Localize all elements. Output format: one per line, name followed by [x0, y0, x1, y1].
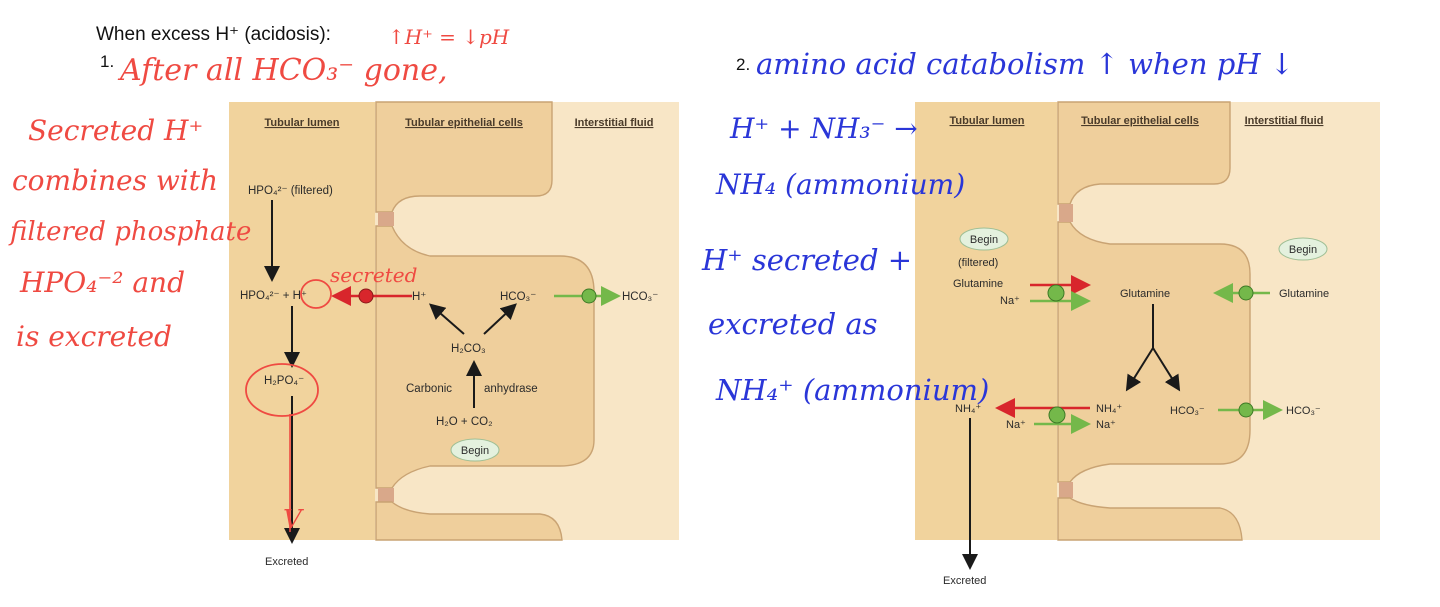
note-secreted-small: secreted	[330, 263, 417, 287]
diagram1-arrow-to-hco3	[483, 303, 517, 335]
page-title: When excess H⁺ (acidosis):	[96, 24, 331, 45]
diagram1-h-pump	[358, 288, 374, 304]
diagram2-nh4-cell: NH₄⁺	[1096, 403, 1122, 415]
diagram2-nh4-lumen: NH₄⁺	[955, 403, 981, 415]
diagram1-begin-oval	[450, 438, 500, 462]
note-blue-line-3: H⁺ secreted +	[701, 243, 912, 277]
diagram2-hco3-transporter	[1238, 402, 1254, 418]
diagram2-fork-right	[1152, 347, 1181, 392]
circle-h-ion	[300, 279, 332, 309]
diagram2-na-1: Na⁺	[1000, 295, 1020, 307]
diagram1-header-interstitial: Interstitial fluid	[575, 117, 654, 129]
diagram1-hpo4-plus-h: HPO₄²⁻ + H⁺	[240, 290, 307, 302]
note-amino-acid: amino acid catabolism ↑ when pH ↓	[756, 47, 1294, 81]
note-secreted-line-1: Secreted H⁺	[28, 114, 203, 147]
note-after-hco3: After all HCO₃⁻ gone,	[117, 53, 448, 88]
diagram2-cotransporter	[1047, 284, 1065, 302]
diagram2-cell-main	[1057, 221, 1251, 483]
note-blue-line-1: H⁺ + NH₃⁻ →	[729, 112, 918, 145]
diagram2-fork-left	[1125, 347, 1154, 392]
note-secreted-line-5: is excreted	[16, 320, 172, 353]
diagram1-cell-lower	[375, 501, 563, 541]
note-secreted-line-3: filtered phosphate	[8, 217, 251, 247]
diagram2-hco3-out: HCO₃⁻	[1286, 405, 1321, 417]
note-blue-line-5: NH₄⁺ (ammonium)	[715, 373, 989, 407]
diagram1-h2co3: H₂CO₃	[451, 343, 486, 355]
red-annotations: ↑H⁺ = ↓pH After all HCO₃⁻ gone, Secreted…	[8, 25, 510, 535]
diagram2-glutamine-transporter	[1238, 285, 1254, 301]
diagram2-begin-left: Begin	[970, 234, 998, 246]
circle-h2po4	[245, 363, 319, 417]
note-blue-line-4: excreted as	[708, 307, 878, 341]
blue-annotations: amino acid catabolism ↑ when pH ↓ H⁺ + N…	[701, 47, 1294, 407]
diagram2-tight-junction-lower	[1059, 482, 1073, 498]
diagram1-arrow-to-h	[428, 303, 465, 335]
diagram1-hpo4-filtered: HPO₄²⁻ (filtered)	[248, 185, 333, 197]
diagram1-cell-main	[375, 225, 595, 489]
diagram-ammonium: Tubular lumen Tubular epithelial cells I…	[915, 101, 1380, 587]
note-secreted-line-2: combines with	[12, 164, 218, 197]
diagram1-begin: Begin	[461, 445, 489, 457]
diagram1-hco3-in-cell: HCO₃⁻	[500, 291, 536, 303]
diagram1-tight-junction	[378, 212, 394, 226]
diagram2-header-cells: Tubular epithelial cells	[1081, 115, 1199, 127]
diagram2-begin-right-oval	[1278, 237, 1328, 261]
note-v: V	[283, 505, 304, 535]
diagram1-anhydrase: anhydrase	[484, 383, 538, 395]
diagram2-glutamine-lumen: Glutamine	[953, 278, 1003, 290]
step-1-number: 1.	[100, 52, 114, 71]
diagram1-hco3-out: HCO₃⁻	[622, 291, 658, 303]
diagram2-glutamine-cell: Glutamine	[1120, 288, 1170, 300]
diagram1-lumen	[229, 102, 375, 540]
diagram2-na-3: Na⁺	[1096, 419, 1116, 431]
diagram2-filtered: (filtered)	[958, 257, 998, 269]
diagram2-cell-lower	[1057, 497, 1243, 541]
diagram1-carbonic: Carbonic	[406, 383, 452, 395]
diagram2-glutamine-out: Glutamine	[1279, 288, 1329, 300]
diagram2-hco3-cell: HCO₃⁻	[1170, 405, 1205, 417]
diagram2-header-interstitial: Interstitial fluid	[1245, 115, 1324, 127]
step-2-number: 2.	[736, 55, 750, 74]
diagram1-hco3-transporter	[581, 288, 597, 304]
diagram1-header-cells: Tubular epithelial cells	[405, 117, 523, 129]
diagram2-na-2: Na⁺	[1006, 419, 1026, 431]
note-secreted-line-4: HPO₄⁻² and	[19, 266, 185, 299]
diagram1-tight-junction-lower	[378, 488, 394, 502]
diagram2-begin-right: Begin	[1289, 244, 1317, 256]
diagram1-h2po4: H₂PO₄⁻	[264, 375, 304, 387]
diagram1-excreted: Excreted	[265, 556, 308, 568]
note-ph: ↑H⁺ = ↓pH	[388, 25, 510, 49]
diagram2-cell-upper	[1057, 101, 1231, 205]
diagram2-lumen	[915, 102, 1057, 540]
diagram2-begin-left-oval	[959, 227, 1009, 251]
diagram2-header-lumen: Tubular lumen	[950, 115, 1025, 127]
diagram2-antiporter	[1048, 406, 1066, 424]
diagram1-h-in-cell: H⁺	[412, 291, 426, 303]
diagram-phosphate-buffer: Tubular lumen Tubular epithelial cells I…	[229, 101, 679, 568]
note-blue-line-2: NH₄ (ammonium)	[715, 168, 965, 201]
diagram1-h2o-co2: H₂O + CO₂	[436, 416, 493, 428]
diagram2-excreted: Excreted	[943, 575, 986, 587]
diagram1-header-lumen-1: Tubular lumen	[265, 117, 340, 129]
diagram1-cell-upper	[375, 101, 553, 213]
diagram2-tight-junction	[1059, 204, 1073, 222]
